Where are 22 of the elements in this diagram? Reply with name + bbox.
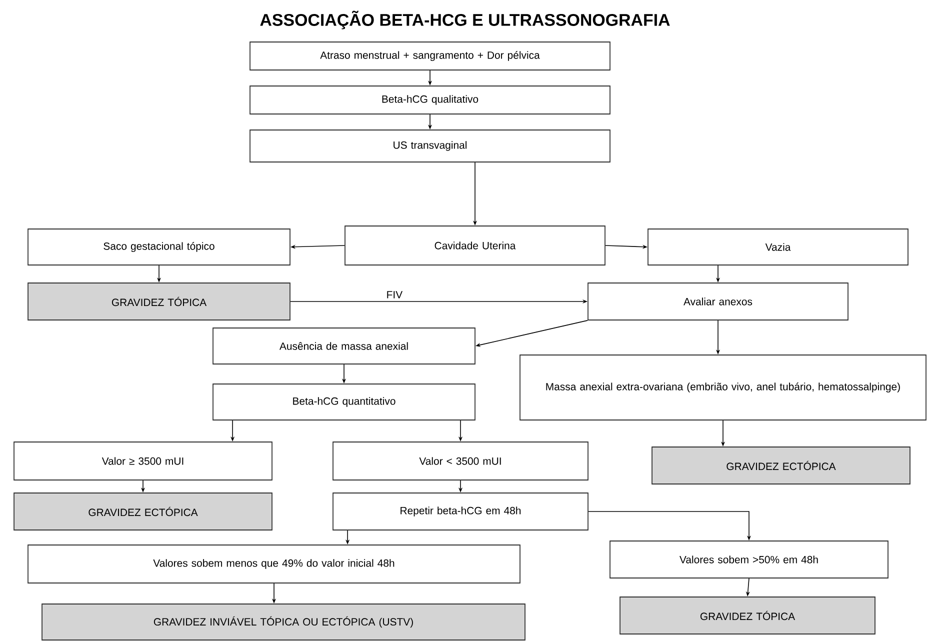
- result-box: GRAVIDEZ INVIÁVEL TÓPICA OU ECTÓPICA (USTV): [42, 604, 526, 640]
- process-box: Valor ≥ 3500 mUI: [14, 442, 272, 480]
- process-box: Atraso menstrual + sangramento + Dor pélvica: [250, 42, 610, 70]
- process-box: Beta-hCG quantitativo: [212, 384, 476, 420]
- process-box: Repetir beta-hCG em 48h: [332, 492, 588, 530]
- process-box: Massa anexial extra-ovariana (embrião vivo, anel tubário, hematossalpinge): [520, 354, 926, 420]
- process-box: Ausência de massa anexial: [212, 328, 476, 364]
- result-box: GRAVIDEZ TÓPICA: [28, 282, 290, 320]
- process-box: Saco gestacional tópico: [28, 228, 290, 266]
- result-box: GRAVIDEZ ECTÓPICA: [14, 492, 272, 530]
- process-box: Avaliar anexos: [588, 282, 848, 320]
- process-box: Valor < 3500 mUI: [332, 442, 588, 480]
- process-box: Vazia: [648, 228, 908, 266]
- process-box: Cavidade Uterina: [344, 226, 606, 266]
- result-box: GRAVIDEZ ECTÓPICA: [652, 446, 910, 484]
- process-box: Beta-hCG qualitativo: [250, 86, 610, 114]
- process-box: US transvaginal: [250, 130, 610, 162]
- edge-label: FIV: [385, 290, 404, 300]
- result-box: GRAVIDEZ TÓPICA: [620, 596, 876, 634]
- title: ASSOCIAÇÃO BETA-HCG E ULTRASSONOGRAFIA: [260, 10, 670, 30]
- process-box: Valores sobem >50% em 48h: [610, 540, 888, 578]
- process-box: Valores sobem menos que 49% do valor inicial 48h: [28, 544, 520, 584]
